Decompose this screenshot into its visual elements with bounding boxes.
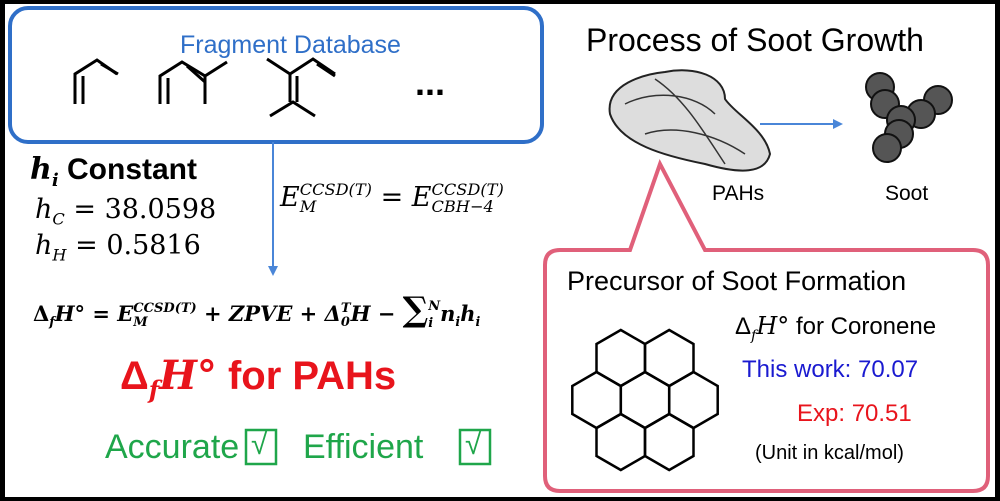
graphical-abstract: Fragment Database ... hi Constant hC = 3… [5,4,995,497]
this-work-value: This work: 70.07 [742,356,919,383]
accurate-check: √ [251,428,268,461]
callout-box [543,158,990,493]
pahs-label: PAHs [712,182,765,205]
flow-arrow-head [268,266,278,276]
coronene-ring [643,328,695,388]
unit-note: (Unit in kcal/mol) [755,442,904,464]
result-heading: ΔfH° for PAHs [120,352,397,404]
efficient-check: √ [465,428,482,461]
experimental-value: Exp: 70.51 [797,400,912,427]
hc-constant: hC = 38.0598 [35,194,217,229]
fragment-ellipsis: ... [415,62,446,103]
accurate-checkbox [244,428,278,466]
pah-mesh-image [608,69,772,172]
soot-particles [865,72,953,163]
fragment-database-title: Fragment Database [180,31,401,59]
efficient-checkbox [458,428,492,466]
accurate-label: Accurate [105,428,240,466]
hh-constant: hH = 0.5816 [35,230,201,265]
coronene-structure [571,328,719,472]
coronene-enthalpy-label: ΔfH° for Coronene [735,312,937,344]
fragment-database-box [8,6,544,144]
constants-title: hi Constant [30,152,197,191]
fragment-molecule-3 [266,57,336,118]
callout-title: Precursor of Soot Formation [567,266,907,296]
soot-label: Soot [885,182,929,205]
growth-arrow-head [833,119,843,129]
fragment-molecule-2 [158,60,228,104]
soot-process-title: Process of Soot Growth [586,22,924,58]
diagram-graphics [8,6,990,493]
efficient-label: Efficient [303,428,424,466]
fragment-molecule-1 [73,58,119,104]
